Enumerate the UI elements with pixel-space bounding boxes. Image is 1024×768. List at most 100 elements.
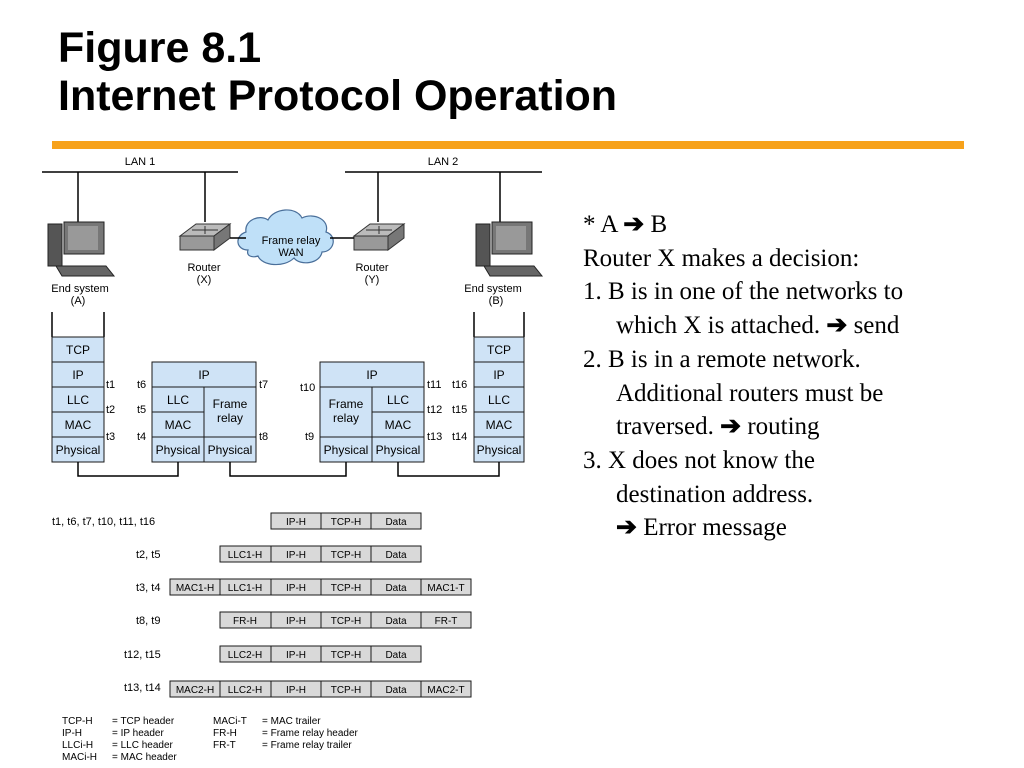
router-x-id: (X) [197,274,212,286]
y-mac: MAC [385,418,412,432]
x-llc: LLC [167,393,189,407]
note-line-4: which X is attached. ➔ send [583,309,1003,343]
note-line-10: ➔ Error message [583,511,1003,545]
row4-data: Data [385,616,407,627]
note-line-7: traversed. ➔ routing [583,410,1003,444]
legend-b1: = TCP header [112,716,175,727]
y-physical-1: Physical [324,443,369,457]
arrow-right-icon: ➔ [616,514,637,542]
note-line-8: 3. X does not know the [583,446,815,474]
legend-b4: = MAC header [112,752,177,763]
frame-relay-cloud: Frame relay WAN [237,209,334,266]
row4-ip-h: IP-H [286,616,306,627]
row6-mac2-t: MAC2-T [427,685,464,696]
legend-a2: IP-H [62,728,82,739]
stack-router-y: IP Frame relay LLC MAC Physical Physical [319,361,425,463]
row6-label: t13, t14 [124,682,161,694]
row3-data: Data [385,583,407,594]
note-line-9: destination address. [616,480,814,508]
b-llc: LLC [488,393,510,407]
row2-ip-h: IP-H [286,550,306,561]
row1-label: t1, t6, t7, t10, t11, t16 [52,516,155,528]
note-attached: which X is attached. [616,312,821,340]
title-line-2: Internet Protocol Operation [58,72,618,120]
end-system-b-label: End system [464,283,521,295]
x-physical-1: Physical [156,443,201,457]
physical-links [77,462,500,477]
t3: t3 [106,431,115,443]
frame-formats: t1, t6, t7, t10, t11, t16 IP-H TCP-H Dat… [52,512,472,698]
note-line-3: 1. B is in one of the networks to [583,278,904,306]
stack-end-system-b: TCP IP LLC MAC Physical [473,312,525,463]
row3-tcp-h: TCP-H [331,583,362,594]
row6-llc2-h: LLC2-H [228,685,262,696]
legend-b2: = IP header [112,728,164,739]
end-system-a-label: End system [51,283,108,295]
note-routing: routing [747,413,820,441]
legend-a4: MACi-H [62,752,97,763]
row1-tcp-h: TCP-H [331,517,362,528]
slide-title: Figure 8.1 Internet Protocol Operation [58,24,617,120]
title-line-1: Figure 8.1 [58,24,262,72]
legend-d1: = MAC trailer [262,716,321,727]
t16: t16 [452,379,467,391]
t1: t1 [106,379,115,391]
computer-icon-b [475,221,544,277]
note-a: * A [583,211,618,238]
b-physical: Physical [477,443,522,457]
t11: t11 [427,379,441,391]
t5: t5 [137,404,146,416]
legend-c3: FR-T [213,740,236,751]
x-physical-2: Physical [208,443,253,457]
legend-a1: TCP-H [62,716,93,727]
legend-c1: MACi-T [213,716,247,727]
a-physical: Physical [56,443,101,457]
t8: t8 [259,431,268,443]
y-llc: LLC [387,393,409,407]
b-tcp: TCP [487,343,511,357]
row2-label: t2, t5 [136,549,160,561]
t4: t4 [137,431,146,443]
b-mac: MAC [486,418,513,432]
t14: t14 [452,431,467,443]
row3-mac1-t: MAC1-T [427,583,464,594]
end-system-b-id: (B) [489,295,504,307]
a-mac: MAC [65,418,92,432]
row1-data: Data [385,517,407,528]
lan-1-label: LAN 1 [125,156,156,168]
row2-tcp-h: TCP-H [331,550,362,561]
legend: TCP-H IP-H LLCi-H MACi-H = TCP header = … [62,716,359,763]
x-ip: IP [198,368,209,382]
y-ip: IP [366,368,377,382]
t7: t7 [259,379,268,391]
lan-2: LAN 2 [345,156,542,173]
a-tcp: TCP [66,343,90,357]
time-markers: t1 t2 t3 t6 t5 t4 t7 t8 t10 t9 t11 t12 t… [106,379,467,443]
router-x-label: Router [187,262,220,274]
t15: t15 [452,404,467,416]
row5-label: t12, t15 [124,649,161,661]
cloud-label-2: WAN [278,247,303,259]
note-line-6: Additional routers must be [616,379,884,407]
x-mac: MAC [165,418,192,432]
row5-llc2-h: LLC2-H [228,650,262,661]
row6-ip-h: IP-H [286,685,306,696]
note-error: Error message [643,514,787,542]
cloud-label-1: Frame relay [262,235,321,247]
note-b: B [650,211,668,238]
legend-d2: = Frame relay header [262,728,359,739]
router-y-icon [352,223,406,251]
row3-llc1-h: LLC1-H [228,583,262,594]
lan-2-label: LAN 2 [428,156,459,168]
t13: t13 [427,431,442,443]
t6: t6 [137,379,146,391]
stack-router-x: IP LLC MAC Frame relay Physical Physical [151,361,257,463]
note-send: send [853,312,900,340]
row3-ip-h: IP-H [286,583,306,594]
lan-1: LAN 1 [42,156,238,173]
note-line-2: Router X makes a decision: [583,244,860,272]
legend-a3: LLCi-H [62,740,93,751]
b-ip: IP [493,368,504,382]
stack-end-system-a: TCP IP LLC MAC Physical [51,312,105,463]
